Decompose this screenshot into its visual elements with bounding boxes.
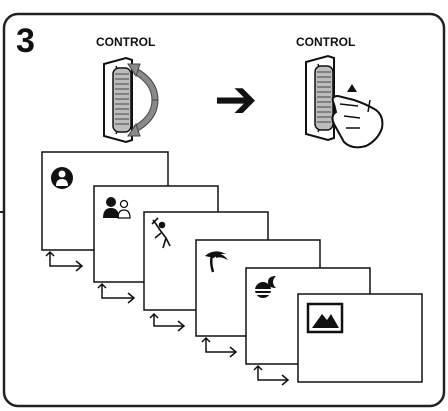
pointing-hand-icon: [331, 94, 384, 149]
sports-golfer-icon: [151, 217, 171, 249]
step-number: 3: [16, 22, 35, 60]
control-label-left: CONTROL: [96, 35, 155, 49]
rotate-arrows-icon: [127, 63, 159, 137]
control-dial-icon: [103, 56, 133, 144]
auto-mode-icon: [51, 167, 73, 189]
right-arrow-icon: ➔: [214, 70, 258, 130]
landscape-mountain-icon: [306, 302, 344, 334]
sunset-moon-icon: [252, 276, 276, 298]
beach-palm-icon: [205, 251, 228, 273]
control-label-right: CONTROL: [296, 35, 355, 49]
mode-screen-6: [297, 293, 423, 383]
portrait-mode-icon: [103, 197, 131, 219]
